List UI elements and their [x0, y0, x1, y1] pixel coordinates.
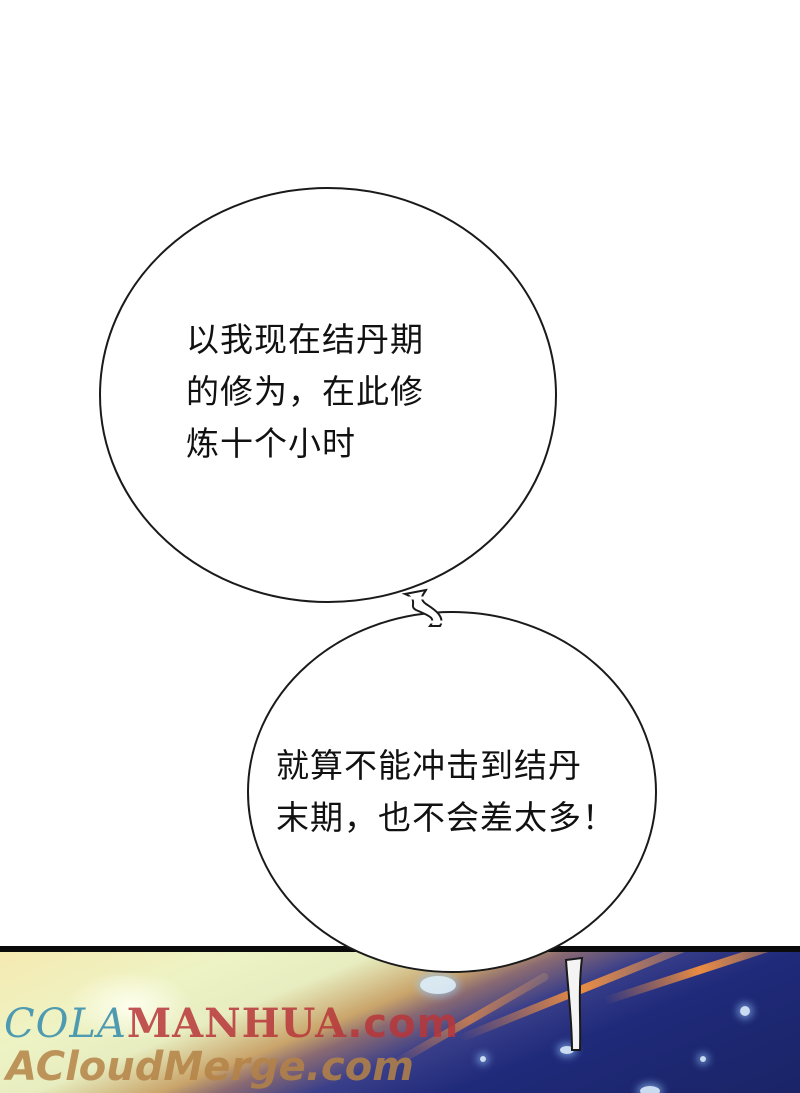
- speech-bubble-1-text: 以我现在结丹期 的修为，在此修 炼十个小时: [186, 314, 486, 470]
- bubble-1-line-3: 炼十个小时: [186, 424, 356, 463]
- glow-star: [740, 1006, 750, 1016]
- glow-star: [560, 1046, 574, 1054]
- speech-bubble-2-text: 就算不能冲击到结丹 末期，也不会差太多！: [276, 740, 656, 844]
- watermark-cola: COLA: [4, 1001, 127, 1047]
- watermark-manhua: MANHUA: [126, 1000, 348, 1047]
- bubble-2-tail: [564, 956, 584, 1051]
- glow-star: [640, 1086, 660, 1093]
- watermark-colamanhua: COLAMANHUA.com: [4, 1000, 459, 1047]
- art-panel-starfield: [0, 946, 800, 1093]
- bubble-1-outline: [99, 187, 557, 603]
- bubble-2-line-2: 末期，也不会差太多！: [276, 798, 616, 837]
- bubble-1-line-1: 以我现在结丹期: [186, 320, 424, 359]
- glow-star: [700, 1056, 706, 1062]
- bubble-2-outline: [247, 611, 657, 973]
- watermark-dotcom: .com: [347, 1001, 460, 1047]
- glow-star: [480, 1056, 486, 1062]
- watermark-acloudmerge: ACloudMerge.com: [6, 1044, 414, 1090]
- bubble-1-line-2: 的修为，在此修: [186, 372, 424, 411]
- glow-star: [420, 976, 456, 994]
- bubble-2-line-1: 就算不能冲击到结丹: [276, 746, 582, 785]
